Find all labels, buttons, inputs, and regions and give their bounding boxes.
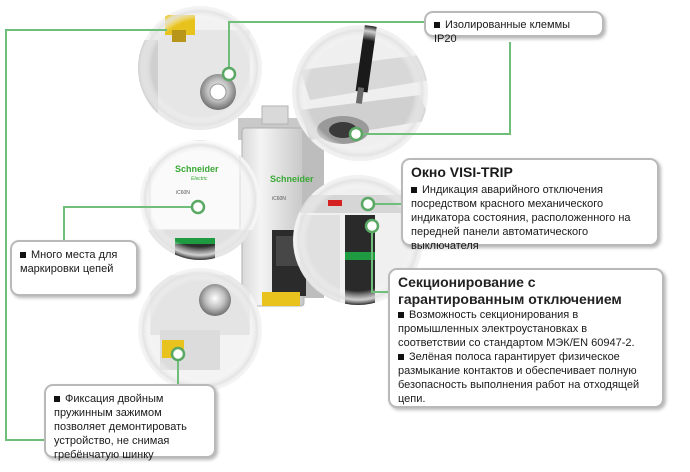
callout-marking-text: Много места для маркировки цепей [20,249,118,275]
bullet-square [411,186,417,193]
brand-sub-marking: Electric [191,176,208,182]
dot-isolation [364,218,380,234]
callout-isolation: Секционирование с гарантированным отключ… [388,268,664,408]
brand-logo-center: Schneider [270,174,314,184]
dot-visitrip [360,196,376,212]
leader-lines [5,21,511,441]
clamp-closeup [138,268,262,392]
leader-terminals [228,21,430,72]
leader-left-rail [5,29,167,441]
leader-marking [63,206,198,245]
bullet-square [398,311,404,318]
dot-screwdriver [348,126,364,142]
model-label-center: iC60N [272,196,286,202]
callout-terminals-text: Изолированные клеммы IP20 [434,19,571,45]
bullet-square [20,251,26,258]
central-breaker: Schneider iC60N [238,105,324,307]
bullet-square [54,395,60,402]
callout-fixing-text: Фиксация двойным пружинным зажимом позво… [54,393,187,461]
brand-logo-marking: Schneider [175,164,219,174]
terminal-closeup [138,6,262,130]
callout-visitrip: Окно VISI-TRIP Индикация аварийного откл… [401,158,659,252]
leader-screwdriver [356,42,511,135]
leader-isolation [371,228,395,293]
callout-fixing: Фиксация двойным пружинным зажимом позво… [44,384,216,461]
leader-dots [170,66,380,362]
callout-isolation-text1: Возможность секционирования в промышленн… [398,309,635,349]
callout-terminals: Изолированные клеммы IP20 [424,11,604,45]
dot-clamp [170,346,186,362]
dot-marking [190,199,206,215]
callout-visitrip-text: Индикация аварийного отключения посредст… [411,184,631,252]
callout-isolation-text2: Зелёная полоса гарантирует физическое ра… [398,351,640,405]
callout-marking: Много места для маркировки цепей [10,240,138,296]
clamp-yellow-bottom [262,292,300,306]
bullet-square [398,353,404,360]
callout-isolation-title: Секционирование с гарантированным отключ… [398,274,622,307]
dot-terminals [221,66,237,82]
bullet-square [434,21,440,28]
callout-visitrip-title: Окно VISI-TRIP [411,164,513,180]
screwdriver-closeup [292,25,428,161]
model-label-marking: iC60N [176,190,190,196]
